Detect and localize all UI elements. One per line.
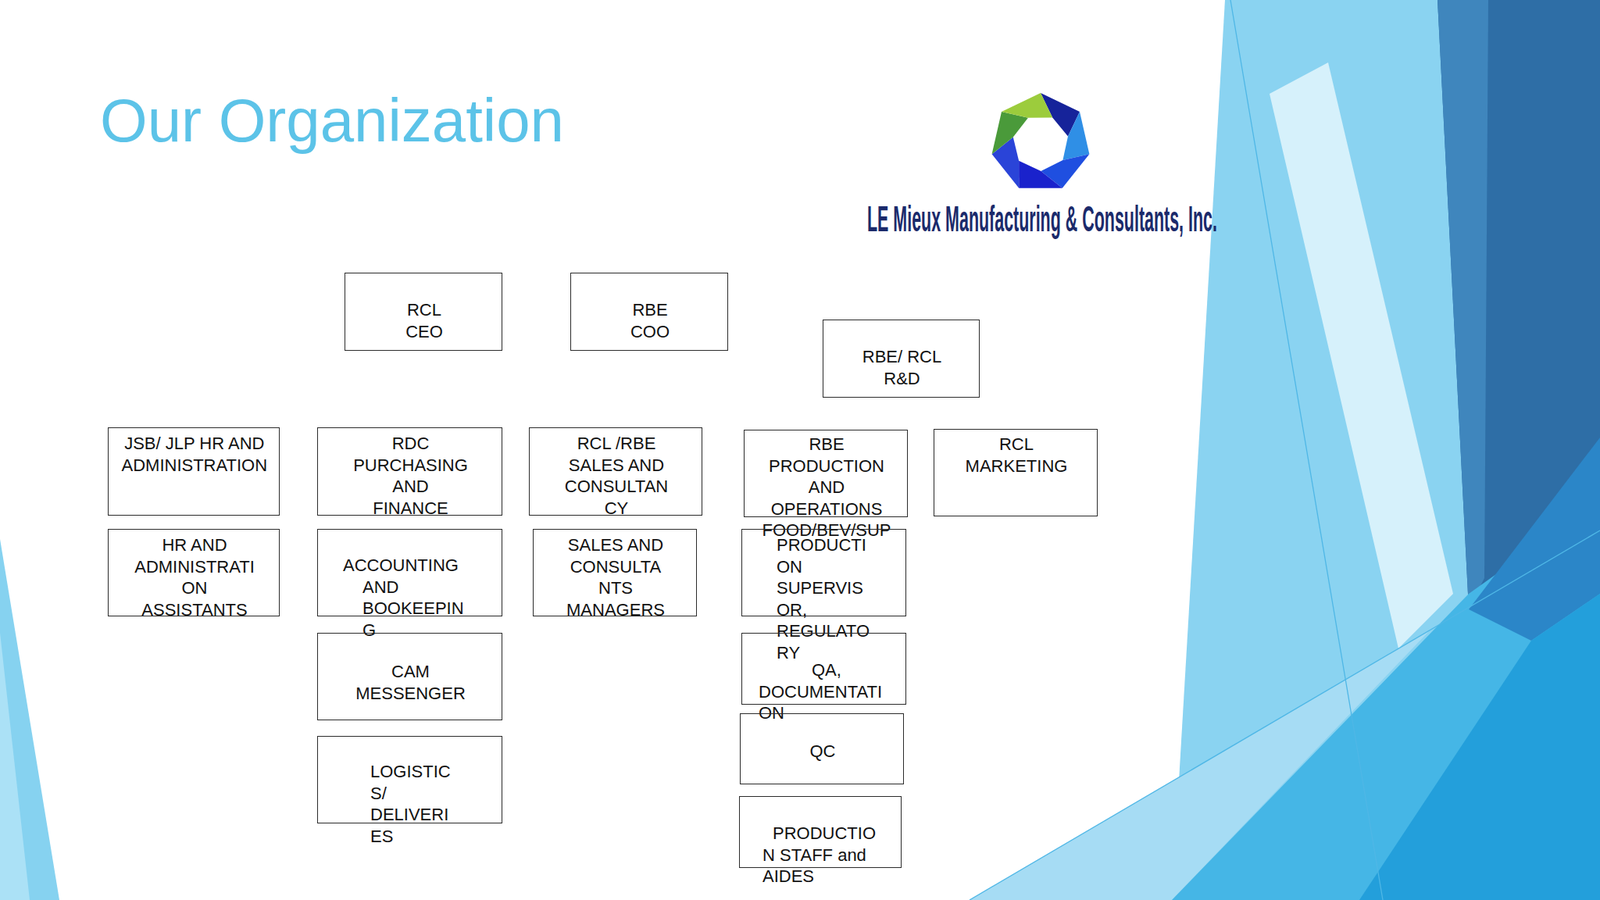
text-block: PRODUCTION SUPERVISOR, REGULATORY (776, 534, 875, 664)
background-shape (1269, 62, 1454, 649)
org-box: RBE COO (570, 272, 729, 351)
box-label: RDC PURCHASING AND FINANCE (353, 432, 468, 519)
org-box: RCL CEO (344, 272, 503, 351)
org-box: HR AND ADMINISTRATION ASSISTANTS (107, 528, 280, 617)
background-line (1230, 0, 1383, 900)
logo-mark (992, 92, 1090, 189)
text-block: RCL /RBE SALES AND CONSULTANCY (561, 432, 672, 519)
background-shape (0, 632, 30, 900)
text-block: RBE/ RCL R&D (857, 346, 947, 390)
org-box: RBE PRODUCTION AND OPERATIONS FOOD/BEV/S… (743, 429, 908, 518)
text-block: QC (764, 740, 882, 763)
logo-segment (992, 111, 1029, 154)
text-block: SALES AND CONSULTANTS MANAGERS (565, 534, 666, 621)
box-label: ACCOUNTING AND BOOKEEPING (362, 554, 468, 641)
org-box: LOGISTICS/ DELIVERIES (317, 735, 503, 824)
org-box: QA, DOCUMENTATION (741, 632, 907, 705)
text-block: QA, DOCUMENTATION (758, 659, 892, 725)
logo-segment (1001, 92, 1053, 118)
org-box: JSB/ JLP HR AND ADMINISTRATION (107, 427, 280, 516)
box-label: RBE PRODUCTION AND OPERATIONS FOOD/BEV/S… (760, 433, 893, 542)
logo-segment (1062, 111, 1090, 161)
text-block: CAM MESSENGER (352, 660, 470, 704)
text-block: LOGISTICS/ DELIVERIES (370, 760, 455, 847)
org-box: PRODUCTION STAFF and AIDES (739, 796, 902, 868)
text-block: RBE PRODUCTION AND OPERATIONS FOOD/BEV/S… (760, 433, 893, 542)
box-label: RCL MARKETING (957, 433, 1075, 477)
text-block: JSB/ JLP HR AND ADMINISTRATION (121, 432, 268, 476)
box-label: QA, DOCUMENTATION (758, 659, 892, 725)
box-label: RCL CEO (396, 299, 452, 343)
org-box: QC (739, 713, 904, 785)
text-block: HR AND ADMINISTRATION ASSISTANTS (130, 534, 260, 621)
box-label: CAM MESSENGER (352, 660, 470, 704)
logo-segment (1018, 160, 1063, 189)
slide-title: Our Organization (100, 89, 565, 151)
text-block: PRODUCTION STAFF and AIDES (762, 822, 882, 888)
text-block: RCL CEO (396, 299, 452, 343)
box-label: HR AND ADMINISTRATION ASSISTANTS (130, 534, 260, 621)
org-box: PRODUCTION SUPERVISOR, REGULATORY (741, 528, 907, 617)
org-box: CAM MESSENGER (317, 632, 503, 721)
text-block: RCL MARKETING (957, 433, 1075, 477)
background-shape (1437, 0, 1489, 610)
org-box: RDC PURCHASING AND FINANCE (317, 427, 503, 516)
org-box: RBE/ RCL R&D (822, 319, 980, 398)
box-label: RBE/ RCL R&D (857, 346, 947, 390)
box-label: JSB/ JLP HR AND ADMINISTRATION (121, 432, 268, 476)
text-block: RDC PURCHASING AND FINANCE (353, 432, 468, 519)
text-block: ACCOUNTING AND BOOKEEPING (362, 554, 468, 641)
logo-wordmark: LE Mieux Manufacturing & Consultants, In… (867, 200, 1218, 237)
text-block: RBE COO (622, 299, 678, 343)
box-label: SALES AND CONSULTANTS MANAGERS (565, 534, 666, 621)
box-label: PRODUCTION STAFF and AIDES (762, 822, 882, 888)
background-line (969, 530, 1600, 900)
box-label: PRODUCTION SUPERVISOR, REGULATORY (776, 534, 875, 664)
org-box: SALES AND CONSULTANTS MANAGERS (532, 528, 697, 617)
background-shape (0, 539, 60, 900)
box-label: RCL /RBE SALES AND CONSULTANCY (561, 432, 672, 519)
box-label: QC (764, 740, 882, 763)
org-box: ACCOUNTING AND BOOKEEPING (317, 528, 503, 617)
box-label: LOGISTICS/ DELIVERIES (370, 760, 455, 847)
org-box: RCL /RBE SALES AND CONSULTANCY (528, 427, 703, 516)
box-label: RBE COO (622, 299, 678, 343)
org-box: RCL MARKETING (933, 428, 1098, 517)
background-shape (1359, 593, 1600, 900)
